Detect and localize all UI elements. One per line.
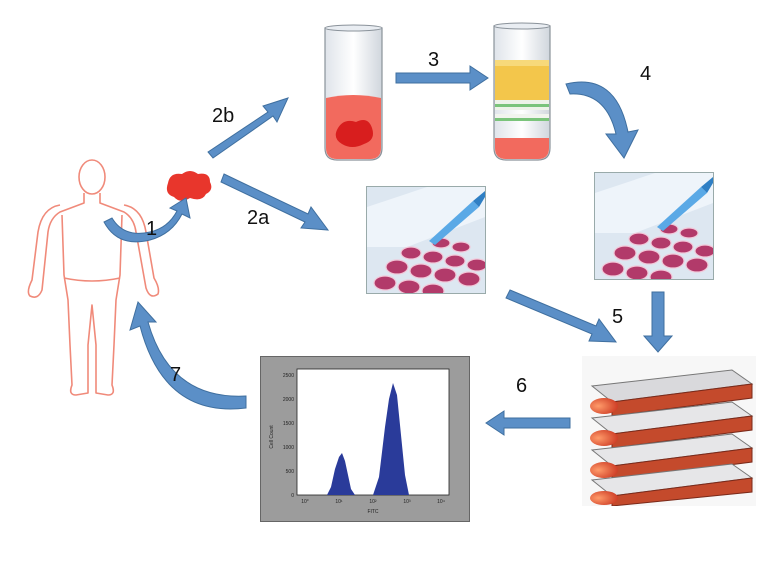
step-label-1: 1	[146, 218, 158, 240]
step-label-3: 3	[428, 49, 440, 71]
tissue-sample-icon	[166, 171, 212, 201]
histogram-ytick-label: 1000	[283, 445, 294, 451]
culture-plate-photo-left	[366, 186, 486, 294]
arrow-step-4	[565, 81, 639, 159]
histogram-ytick-label: 2500	[283, 373, 294, 379]
step-label-6: 6	[516, 375, 528, 397]
step-label-2b: 2b	[212, 105, 235, 127]
step-label-2a: 2a	[247, 207, 270, 229]
culture-plate-photo-right	[594, 172, 714, 280]
arrow-step-5-down	[642, 291, 674, 353]
histogram-xtick-label: 10⁴	[437, 499, 445, 505]
histogram-ytick-label: 500	[286, 469, 295, 475]
histogram-ytick-label: 0	[291, 493, 294, 499]
histogram-xlabel: FITC	[367, 509, 378, 515]
histogram-peak-high	[373, 383, 409, 495]
histogram-xtick-label: 10²	[369, 499, 377, 505]
arrow-step-6	[485, 410, 571, 436]
arrow-step-1	[103, 197, 191, 243]
step-label-7: 7	[170, 364, 182, 386]
histogram-ytick-label: 1500	[283, 421, 294, 427]
histogram-xtick-label: 10³	[403, 499, 411, 505]
arrow-step-7	[129, 300, 247, 410]
histogram-xtick-label: 10¹	[335, 499, 343, 505]
stacked-flasks-photo	[582, 356, 756, 506]
step-label-4: 4	[640, 63, 652, 85]
histogram-peak-low	[327, 453, 355, 495]
flow-cytometry-histogram: 0 500 1000 1500 2000 2500 10° 10¹ 10² 10³ 10⁴ Cel…	[260, 356, 470, 522]
step-label-5: 5	[612, 306, 624, 328]
human-body-outline	[27, 159, 160, 396]
histogram-ytick-label: 2000	[283, 397, 294, 403]
histogram-ylabel: Cell Count	[269, 425, 275, 449]
tissue-tube-icon	[324, 24, 383, 161]
histogram-xtick-label: 10°	[301, 499, 309, 505]
arrow-step-5-diagonal	[505, 289, 618, 343]
arrow-step-2b	[207, 97, 289, 159]
arrow-step-3	[395, 65, 489, 91]
separation-tube-icon	[493, 22, 551, 161]
arrow-step-2a	[220, 173, 330, 231]
